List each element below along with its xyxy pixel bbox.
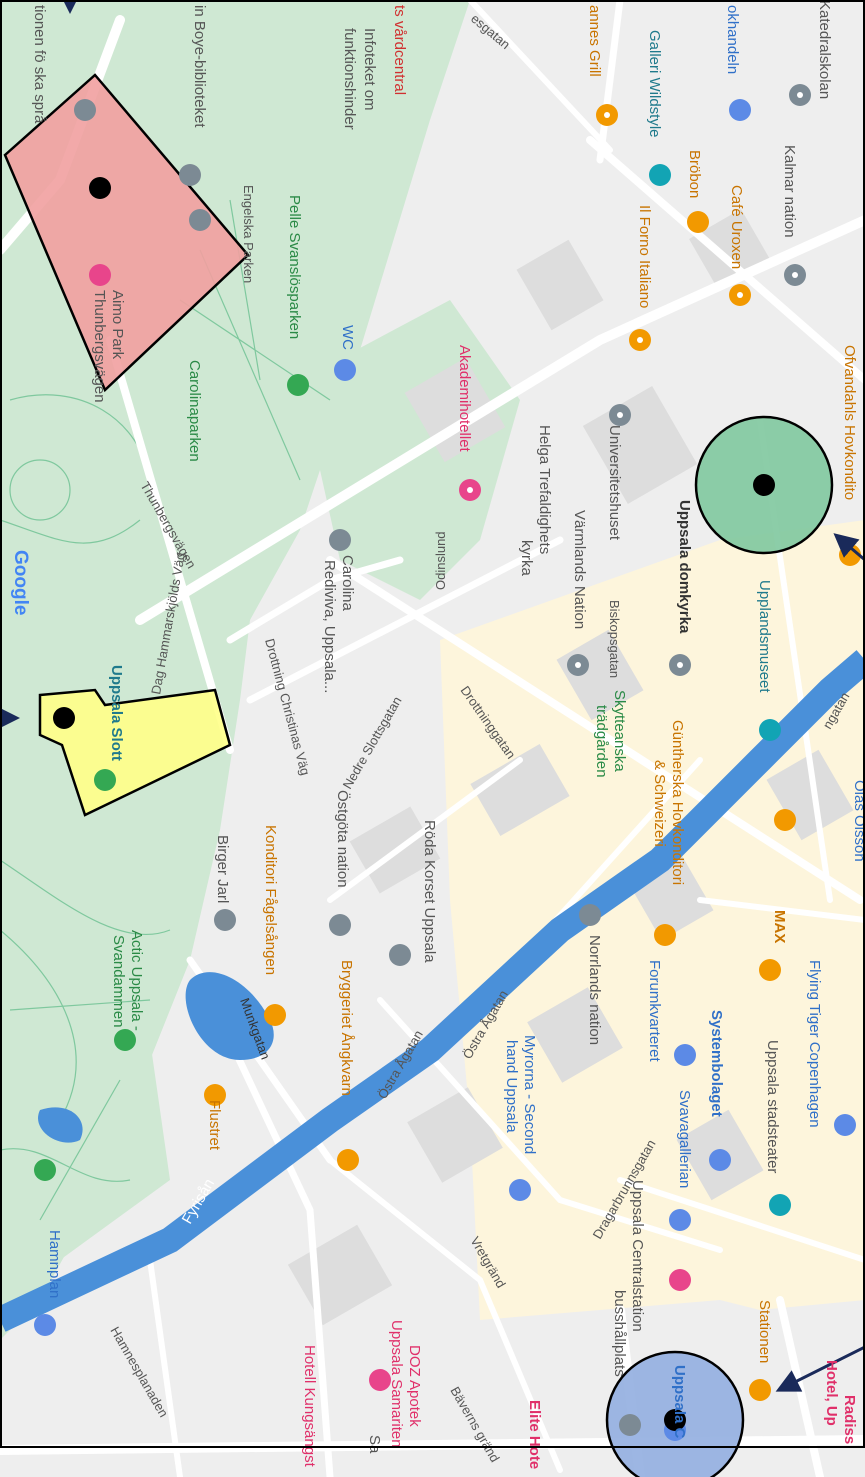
label-centralstation-2: busshållplats [611, 1290, 628, 1377]
label-bokhandeln: okhandeln [724, 5, 741, 74]
label-infoteket-1: Infoteket om [361, 28, 378, 111]
poi-pin-orange [204, 104, 861, 1401]
label-il-forno: Il Forno Italiano [636, 205, 653, 308]
label-skytteanska-1: Skytteanska [611, 690, 628, 772]
label-ovfrvandahls: Ofvandahls Hovkondito [841, 345, 858, 500]
label-biskopsgatan: Biskopsgatan [607, 600, 622, 678]
red-area-overlay[interactable] [3, 73, 250, 393]
label-sprak: tionen fö ska språ [31, 5, 48, 124]
label-upplandsmuseet: Upplandsmuseet [756, 580, 773, 693]
label-max: MAX [771, 910, 788, 943]
label-radisson-1: Radiss [841, 1395, 858, 1444]
label-myrorna-2: hand Uppsala [503, 1040, 520, 1133]
label-carolina-2: Rediviva, Uppsala... [321, 560, 338, 693]
label-birger-jarl: Birger Jarl [214, 835, 231, 903]
label-uppsala-c: Uppsala C [671, 1365, 688, 1439]
label-uppsala-domkyrka: Uppsala domkyrka [676, 500, 693, 634]
label-uppsala-stadsteater: Uppsala stadsteater [764, 1040, 781, 1173]
label-aimo-1: Aimo Park [109, 290, 126, 360]
red-area-center-dot [89, 177, 111, 199]
poi-pin-green [34, 374, 309, 1181]
google-logo: Google [10, 550, 31, 615]
yellow-area-overlay[interactable] [38, 688, 232, 817]
label-bryggeriet: Bryggeriet Ångkvarn [338, 960, 355, 1096]
label-katedralskolan: Katedralskolan [816, 0, 833, 99]
label-skytteanska-2: trädgården [593, 705, 610, 778]
label-radisson-2: Hotel, Up [823, 1360, 840, 1426]
label-akademihotellet: Akademihotellet [456, 345, 473, 453]
label-cafe-uroxen: Café Uroxen [728, 185, 745, 269]
label-galleri: Galleri Wildstyle [646, 30, 663, 138]
label-engelska-parken: Engelska Parken [241, 185, 256, 283]
label-universitetshuset: Universitetshuset [606, 425, 623, 541]
label-boye: in Boye-biblioteket [191, 5, 208, 128]
label-kalmar: Kalmar nation [781, 145, 798, 238]
label-uppsala-slott: Uppsala Slott [108, 665, 125, 761]
label-systembolaget: Systembolaget [708, 1010, 725, 1117]
label-konditori-fagelsangen: Konditori Fågelsången [262, 825, 279, 975]
label-elite: Elite Hote [526, 1400, 543, 1469]
label-ostgota: Östgöta nation [334, 790, 352, 888]
label-svavagallerian: Svavagallerian [676, 1090, 693, 1188]
pond [185, 972, 274, 1060]
label-carolinaparken: Carolinaparken [186, 360, 203, 462]
label-roda-korset: Röda Korset Uppsala [421, 820, 438, 963]
poi-pin-gray [74, 84, 811, 1436]
label-olas: Olas Olsson [851, 780, 865, 862]
label-guntherska-2: & Schweizeri [651, 760, 668, 847]
label-flustret: Flustret [206, 1100, 223, 1151]
label-hannes-grill: annes Grill [586, 5, 603, 77]
label-forumkvarteret: Forumkvarteret [646, 960, 663, 1063]
label-stationen: Stationen [756, 1300, 773, 1363]
label-centralstation-1: Uppsala Centralstation [629, 1180, 646, 1332]
yellow-area-center-dot [53, 707, 75, 729]
label-hamnplan: Hamnplan [46, 1230, 63, 1298]
label-flying-tiger: Flying Tiger Copenhagen [806, 960, 823, 1128]
label-brobon: Bröbon [686, 150, 703, 198]
fyrisan-river [0, 650, 865, 1332]
label-hotell-kungsangs: Hotell Kungsängst [301, 1345, 318, 1468]
label-helga-1: Helga Trefaldighets [536, 425, 553, 554]
blue-circle-center-dot [664, 1409, 686, 1431]
poi-pin-white-marks [467, 92, 803, 668]
label-carolina-1: Carolina [339, 555, 356, 612]
label-helga-2: kyrka [518, 540, 535, 576]
poi-pin-teal [649, 164, 791, 1216]
poi-pin-pink [89, 264, 691, 1391]
label-infoteket-2: funktionshinder [341, 28, 358, 130]
label-varmlands: Värmlands Nation [571, 510, 588, 629]
label-sa: Sa [366, 1435, 383, 1454]
label-doz-2: Uppsala Samariten [388, 1320, 405, 1448]
label-wc: WC [339, 325, 356, 350]
label-actic-2: Svandammen [110, 935, 127, 1028]
label-actic-1: Actic Uppsala - [128, 930, 145, 1031]
annotation-arrows [0, 0, 865, 1392]
label-vardcentral: ts vårdcentral [391, 5, 408, 95]
green-circle-center-dot [753, 474, 775, 496]
label-odinslund: Odinslund [433, 531, 448, 590]
label-doz-1: DOZ Apotek [406, 1345, 423, 1427]
label-guntherska-1: Güntherska Hovkonditori [669, 720, 686, 885]
label-aimo-2: Thunbergsvägen [91, 290, 108, 403]
label-myrorna-1: Myrorna - Second [521, 1035, 538, 1154]
label-norrlands: Norrlands nation [586, 935, 603, 1045]
label-pelle: Pelle Svanslösparken [286, 195, 303, 339]
pond-small [38, 1107, 83, 1143]
